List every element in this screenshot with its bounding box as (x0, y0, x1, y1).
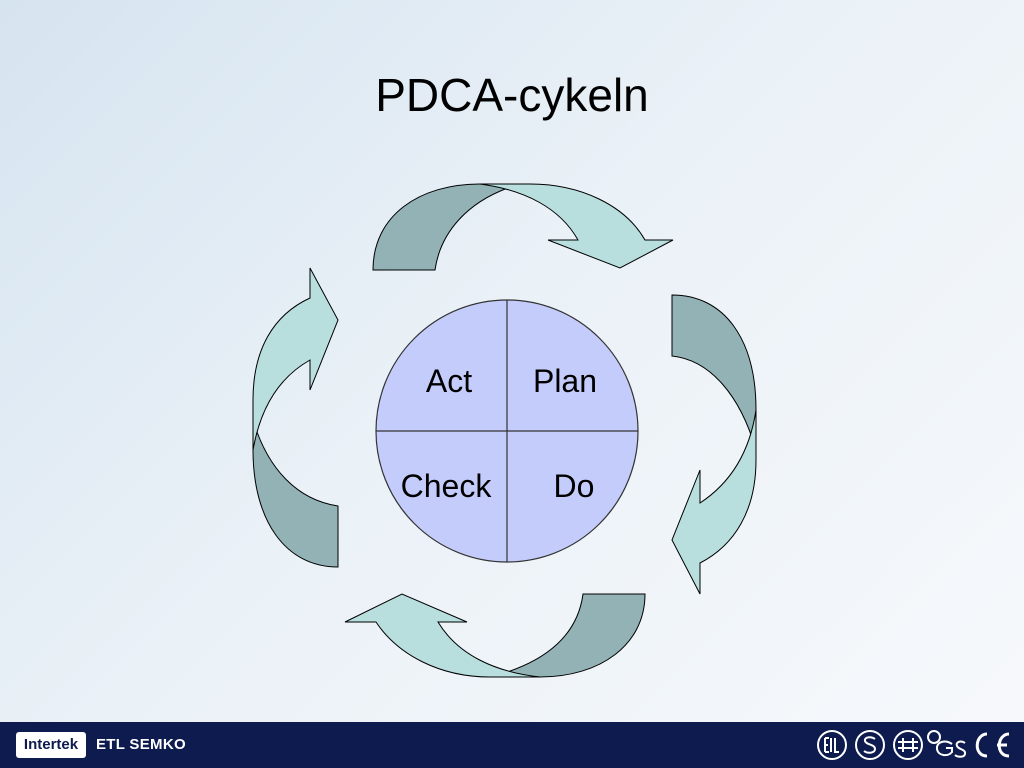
ce-mark-icon (975, 732, 1010, 758)
left-cycle-arrow (252, 267, 339, 568)
etl-mark-icon (817, 730, 847, 760)
s-mark-icon (855, 730, 885, 760)
brand-subtitle: ETL SEMKO (96, 736, 186, 753)
slide-title: PDCA-cykeln (375, 69, 649, 121)
quadrant-act: Act (426, 363, 472, 399)
quadrant-check: Check (401, 468, 493, 504)
brand-name: Intertek (23, 736, 79, 753)
nordic-mark-icon (893, 730, 923, 760)
pdca-diagram: Act Plan Check Do (252, 183, 757, 678)
right-cycle-arrow (671, 294, 757, 595)
quadrant-do: Do (554, 468, 595, 504)
top-cycle-arrow (372, 183, 674, 271)
footer-bar: Intertek ETL SEMKO (0, 722, 1024, 768)
certification-marks (817, 730, 1010, 760)
intertek-logo: Intertek (16, 732, 86, 758)
gs-mark-icon (927, 730, 967, 758)
bottom-cycle-arrow (344, 593, 646, 678)
quadrant-plan: Plan (533, 363, 597, 399)
